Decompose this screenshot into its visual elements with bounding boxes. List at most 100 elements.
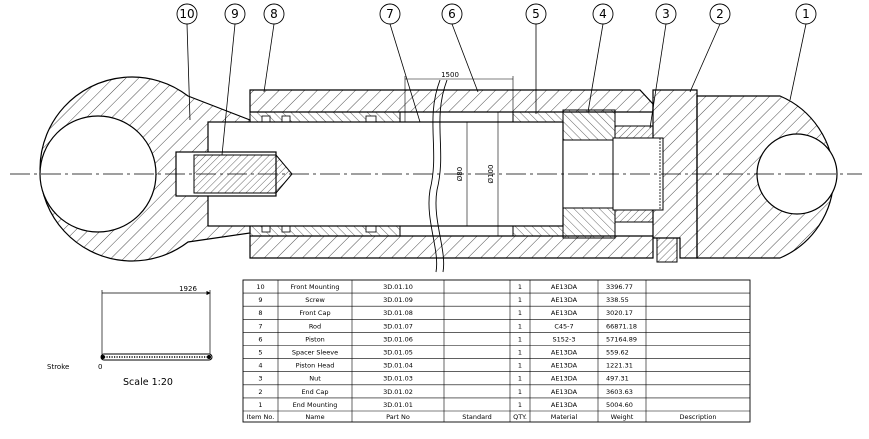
bom-cell-item: 7	[258, 322, 262, 330]
bom-cell-qty: 1	[518, 388, 522, 396]
bom-cell-material: AE13DA	[551, 296, 578, 304]
bom-row: 6 Piston 3D.01.06 1 S152-3 57164.89	[258, 335, 637, 343]
rod-diameter-label: Ø80	[456, 167, 464, 181]
balloon-10: 10	[176, 3, 198, 25]
bom-cell-material: AE13DA	[551, 348, 578, 356]
bom-cell-weight: 3603.63	[606, 388, 633, 396]
bom-cell-item: 10	[256, 283, 264, 291]
bom-cell-qty: 1	[518, 348, 522, 356]
bom-row: 3 Nut 3D.01.03 1 AE13DA 497.31	[258, 375, 628, 383]
bom-cell-part-no: 3D.01.03	[383, 375, 413, 383]
bom-cell-name: Nut	[309, 375, 321, 383]
bom-cell-part-no: 3D.01.04	[383, 362, 413, 370]
bom-header-cell: Part No	[386, 413, 410, 421]
bom-cell-weight: 5004.60	[606, 401, 633, 409]
balloon-2-label: 2	[716, 7, 724, 21]
bom-row: 1 End Mounting 3D.01.01 1 AE13DA 5004.60	[258, 401, 632, 409]
bom-cell-name: End Cap	[301, 388, 328, 396]
bom-cell-part-no: 3D.01.10	[383, 283, 413, 291]
bom-cell-part-no: 3D.01.05	[383, 348, 413, 356]
break-lines	[428, 79, 448, 273]
balloon-6: 6	[441, 3, 463, 25]
bom-cell-item: 1	[258, 401, 262, 409]
bom-cell-part-no: 3D.01.07	[383, 322, 413, 330]
balloon-3-label: 3	[662, 7, 670, 21]
bom-cell-weight: 497.31	[606, 375, 629, 383]
bom-cell-item: 5	[258, 348, 262, 356]
balloon-3: 3	[655, 3, 677, 25]
balloon-leaders	[186, 23, 807, 156]
bom-cell-material: AE13DA	[551, 362, 578, 370]
bom-cell-material: C45-7	[554, 322, 573, 330]
stroke-dimension: 1500	[404, 71, 514, 122]
bom-cell-material: AE13DA	[551, 388, 578, 396]
end-mounting	[696, 95, 838, 259]
balloon-1-label: 1	[802, 7, 810, 21]
bom-cell-item: 6	[258, 335, 262, 343]
bom-cell-name: Front Cap	[299, 309, 330, 317]
bom-header-cell: QTY.	[513, 413, 527, 421]
bom-cell-name: Front Mounting	[291, 283, 340, 291]
bom-cell-material: AE13DA	[551, 401, 578, 409]
bom-cell-item: 8	[258, 309, 262, 317]
bom-cell-name: Spacer Sleeve	[292, 348, 338, 356]
balloon-2: 2	[709, 3, 731, 25]
bom-header-cell: Weight	[611, 413, 634, 421]
bom-header-cell: Name	[305, 413, 324, 421]
balloon-8-label: 8	[270, 7, 278, 21]
bom-cell-qty: 1	[518, 375, 522, 383]
bom-cell-qty: 1	[518, 283, 522, 291]
bom-cell-weight: 1221.31	[606, 362, 633, 370]
bom-cell-item: 3	[258, 375, 262, 383]
bom-cell-qty: 1	[518, 296, 522, 304]
bom-row: 5 Spacer Sleeve 3D.01.05 1 AE13DA 559.62	[258, 348, 628, 356]
stroke-value: 0	[98, 363, 102, 371]
bom-cell-name: Piston	[305, 335, 325, 343]
bom-cell-item: 2	[258, 388, 262, 396]
rod-diameter-dimension: Ø80	[456, 122, 468, 226]
balloon-9-label: 9	[231, 7, 239, 21]
front-mounting	[39, 76, 251, 262]
bom-header-cell: Material	[551, 413, 578, 421]
bom-cell-qty: 1	[518, 322, 522, 330]
bom-cell-weight: 66871.18	[606, 322, 637, 330]
bom-cell-weight: 338.55	[606, 296, 629, 304]
stroke-length-label: 1500	[441, 71, 459, 79]
scale-label: Scale 1:20	[123, 377, 173, 388]
balloon-5: 5	[525, 3, 547, 25]
bom-cell-name: End Mounting	[293, 401, 338, 409]
bom-cell-weight: 3020.17	[606, 309, 633, 317]
bom-cell-name: Screw	[305, 296, 325, 304]
bom-cell-material: AE13DA	[551, 375, 578, 383]
bom-cell-weight: 57164.89	[606, 335, 637, 343]
balloon-1: 1	[795, 3, 817, 25]
bom-cell-qty: 1	[518, 401, 522, 409]
spring-length-label: 1926	[179, 285, 197, 293]
balloon-5-label: 5	[532, 7, 540, 21]
bom-cell-item: 9	[258, 296, 262, 304]
balloon-6-label: 6	[448, 7, 456, 21]
bom-cell-part-no: 3D.01.06	[383, 335, 413, 343]
bom-cell-part-no: 3D.01.01	[383, 401, 413, 409]
bom-cell-weight: 559.62	[606, 348, 629, 356]
balloon-8: 8	[263, 3, 285, 25]
bom-frame	[242, 279, 751, 423]
balloon-9: 9	[224, 3, 246, 25]
balloon-7-label: 7	[386, 7, 394, 21]
bom-cell-qty: 1	[518, 335, 522, 343]
balloon-4: 4	[592, 3, 614, 25]
bore-diameter-dimension: Ø100	[487, 112, 499, 236]
bom-cell-name: Piston Head	[296, 362, 335, 370]
balloon-4-label: 4	[599, 7, 607, 21]
bom-header-cell: Description	[679, 413, 716, 421]
bom-cell-material: S152-3	[552, 335, 575, 343]
